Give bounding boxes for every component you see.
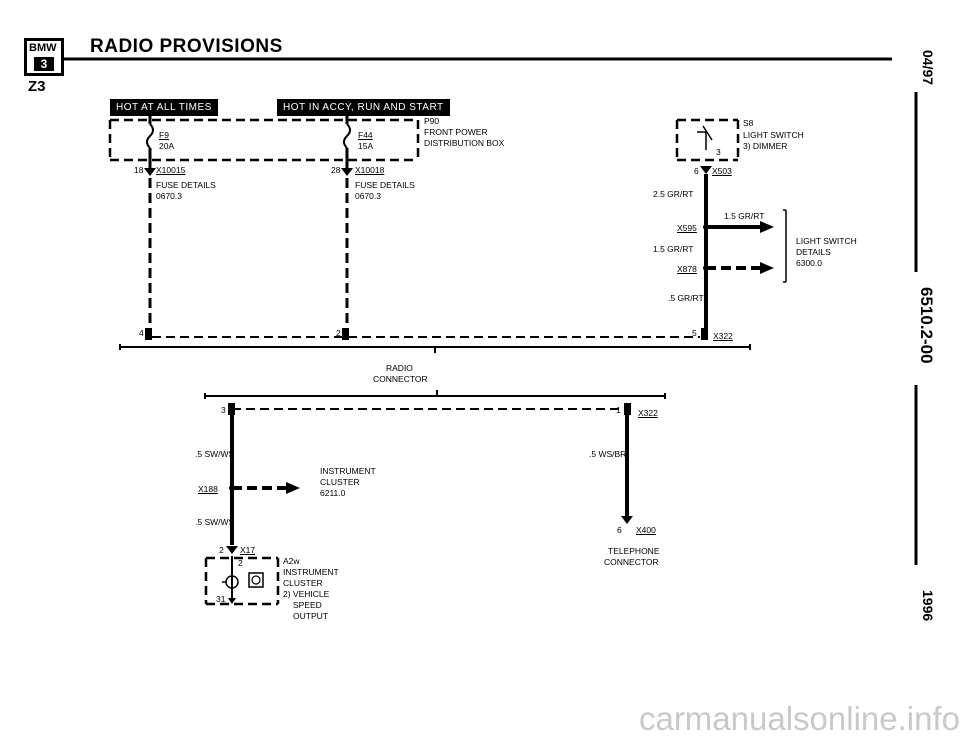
wire-25-grrt: 2.5 GR/RT: [653, 189, 694, 199]
bmw-logo: BMW 3: [24, 38, 64, 76]
pin-18: 18: [134, 165, 144, 175]
instrument-cluster-1: INSTRUMENT: [320, 466, 376, 476]
fuse-f44-symbol: [343, 123, 351, 149]
x322-label-lower: X322: [638, 408, 658, 418]
cluster-module-symbol: [248, 572, 264, 588]
side-year: 1996: [920, 590, 936, 622]
x10015-connector: [144, 168, 156, 176]
p90-box: [108, 118, 420, 162]
wire-15-grrt-a: 1.5 GR/RT: [724, 211, 765, 221]
banner-hot-accy: HOT IN ACCY, RUN AND START: [277, 99, 450, 116]
a2w-box: [204, 556, 280, 606]
fuse-f44-label: F44: [358, 130, 373, 140]
fuse-f9-symbol: [146, 123, 154, 149]
x17-label: X17: [240, 545, 256, 555]
s8-desc-1: LIGHT SWITCH: [743, 130, 804, 140]
a2w-desc-5: OUTPUT: [293, 611, 328, 621]
fuse-f9-amp: 20A: [159, 141, 175, 151]
x10018-label: X10018: [355, 165, 385, 175]
x10015-label: X10015: [156, 165, 186, 175]
a2w-desc-3: 2) VEHICLE: [283, 589, 330, 599]
p90-label: P90: [424, 116, 440, 126]
banner-hot-all-times: HOT AT ALL TIMES: [110, 99, 218, 116]
fuse-ref-2: 0670.3: [355, 191, 381, 201]
dimmer-symbol: [697, 131, 707, 150]
a2w-desc-4: SPEED: [293, 600, 322, 610]
radio-connector-label-2: CONNECTOR: [373, 374, 428, 384]
x17-connector: [226, 546, 238, 554]
x10018-connector: [341, 168, 353, 176]
instrument-cluster-2: CLUSTER: [320, 477, 360, 487]
light-switch-details-2: DETAILS: [796, 247, 831, 257]
s8-pin-3: 3: [716, 147, 721, 157]
wire-sw-ws-2: .5 SW/WS: [195, 517, 235, 527]
x322-pin-1: 1: [616, 405, 621, 415]
logo-bottom-text: 3: [34, 57, 54, 71]
wire-ws-br: .5 WS/BR: [589, 449, 627, 459]
a2w-desc-2: CLUSTER: [283, 578, 323, 588]
light-switch-details-1: LIGHT SWITCH: [796, 236, 857, 246]
wire-05-grrt: .5 GR/RT: [668, 293, 704, 303]
telephone-connector-1: TELEPHONE: [608, 546, 660, 556]
x595-arrow: [760, 221, 774, 233]
p90-desc-2: DISTRIBUTION BOX: [424, 138, 505, 148]
s8-desc-2: 3) DIMMER: [743, 141, 788, 151]
x17-pin-2: 2: [219, 545, 224, 555]
x878-label: X878: [677, 264, 697, 274]
light-switch-details-ref: 6300.0: [796, 258, 822, 268]
radio-pin-2: 2: [336, 328, 341, 338]
telephone-connector-2: CONNECTOR: [604, 557, 659, 567]
x188-arrow: [286, 482, 300, 494]
radio-connector-label-1: RADIO: [386, 363, 413, 373]
radio-pin-4: 4: [139, 328, 144, 338]
x188-label: X188: [198, 484, 218, 494]
x878-arrow: [760, 262, 774, 274]
side-doc-number: 6510.2-00: [917, 287, 936, 364]
instrument-cluster-ref: 6211.0: [320, 488, 346, 498]
side-date: 04/97: [920, 50, 936, 86]
x400-connector: [621, 516, 633, 524]
x503-connector: [700, 166, 712, 174]
radio-pin-5: 5: [692, 328, 697, 338]
x400-pin-6: 6: [617, 525, 622, 535]
logo-top-text: BMW: [29, 42, 57, 54]
fuse-f44-amp: 15A: [358, 141, 374, 151]
wire-15-grrt-b: 1.5 GR/RT: [653, 244, 694, 254]
s8-box: [675, 118, 740, 162]
wire-sw-ws-1: .5 SW/WS: [195, 449, 235, 459]
p90-desc-1: FRONT POWER: [424, 127, 488, 137]
x400-label: X400: [636, 525, 656, 535]
x503-label: X503: [712, 166, 732, 176]
page-title: RADIO PROVISIONS: [90, 36, 283, 57]
fuse-details-2: FUSE DETAILS: [355, 180, 415, 190]
fuse-ref-1: 0670.3: [156, 191, 182, 201]
fuse-f9-label: F9: [159, 130, 169, 140]
x322-pin-3: 3: [221, 405, 226, 415]
a2w-label: A2w: [283, 556, 300, 566]
model-label: Z3: [28, 78, 46, 95]
s8-pin-6: 6: [694, 166, 699, 176]
s8-label: S8: [743, 118, 754, 128]
a2w-pin-31: 31: [216, 594, 226, 604]
fuse-details-1: FUSE DETAILS: [156, 180, 216, 190]
a2w-pin-2: 2: [238, 558, 243, 568]
watermark: carmanualsonline.info: [638, 700, 960, 737]
x595-label: X595: [677, 223, 697, 233]
a2w-desc-1: INSTRUMENT: [283, 567, 339, 577]
pin-28: 28: [331, 165, 341, 175]
x322-label-upper: X322: [713, 331, 733, 341]
